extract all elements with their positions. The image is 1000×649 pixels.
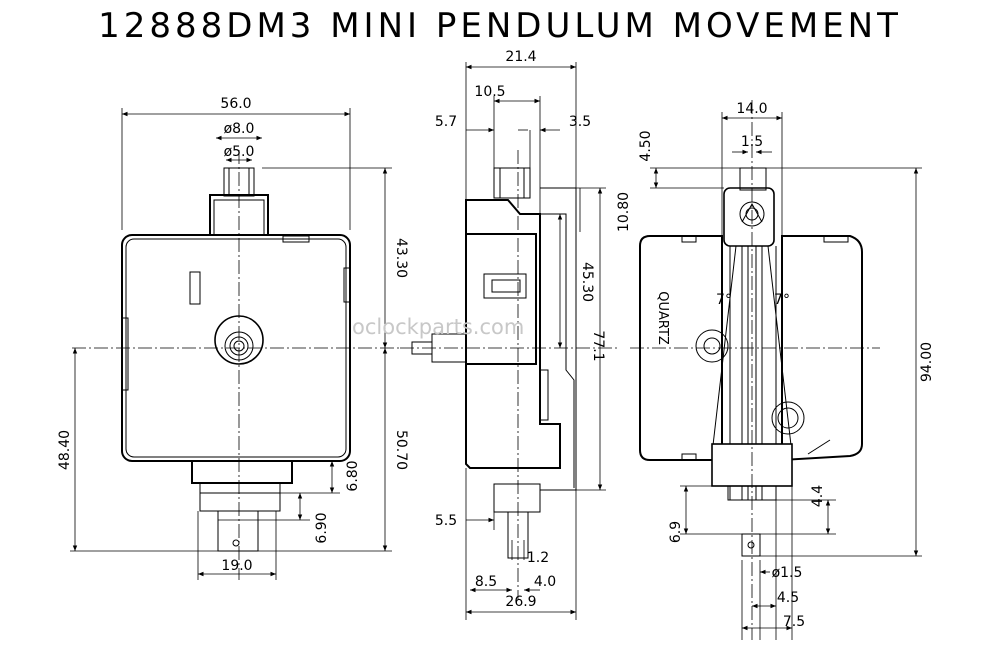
dim-rear-total-height: 94.00 — [919, 342, 935, 382]
rear-housing-right — [781, 235, 863, 462]
dim-side-pin: 1.2 — [527, 550, 549, 566]
watermark: oclockparts.com — [352, 315, 525, 339]
dim-front-left-height: 48.40 — [57, 430, 73, 470]
dim-rear-pin-diameter: ø1.5 — [772, 565, 803, 581]
dim-side-bottom-offset: 5.5 — [435, 513, 457, 529]
drive-coil — [771, 401, 805, 435]
dim-rear-head-width: 14.0 — [736, 101, 767, 117]
dim-front-width: 56.0 — [220, 96, 251, 112]
dim-front-bottom-width: 19.0 — [221, 558, 252, 574]
dim-side-front-offset: 5.7 — [435, 114, 457, 130]
dim-side-center-height: 45.30 — [579, 262, 595, 302]
dim-rear-pin-offset: 4.5 — [777, 590, 799, 606]
rear-view: QUARTZ 14.0 1.5 4.50 94.00 4.4 — [630, 100, 935, 640]
dim-side-shaft-depth: 10.5 — [474, 84, 505, 100]
page-title: 12888DM3 MINI PENDULUM MOVEMENT — [98, 6, 902, 46]
dim-side-pin-rear: 4.0 — [534, 574, 556, 590]
pendulum-head — [723, 187, 775, 247]
dim-side-bottom-depth: 26.9 — [505, 594, 536, 610]
side-view: 21.4 10.5 5.7 3.5 10.80 45.30 77.1 5.5 1… — [400, 49, 632, 620]
dim-side-top-height: 10.80 — [616, 192, 632, 232]
dim-front-block-height: 6.80 — [345, 460, 361, 491]
dim-front-shaft-inner: ø5.0 — [224, 144, 255, 160]
front-view: 56.0 ø8.0 ø5.0 43.30 48.40 50.70 6.80 6.… — [57, 96, 409, 580]
dim-front-lower-height: 50.70 — [393, 430, 409, 470]
dim-rear-pin-height: 6.9 — [668, 521, 684, 543]
dim-side-pin-offset: 8.5 — [475, 574, 497, 590]
dim-side-rear-offset: 3.5 — [569, 114, 591, 130]
dim-side-depth: 21.4 — [505, 49, 536, 65]
side-shaft-top — [493, 167, 531, 199]
dim-rear-top-offset: 4.50 — [638, 130, 654, 161]
dim-front-upper-height: 43.30 — [393, 238, 409, 278]
quartz-label: QUARTZ — [655, 291, 670, 345]
side-housing — [465, 199, 561, 469]
angle-left: 7° — [716, 292, 732, 308]
angle-right: 7° — [774, 292, 790, 308]
dim-rear-bottom-offset: 4.4 — [810, 485, 826, 507]
dim-front-shaft-outer: ø8.0 — [224, 121, 255, 137]
dim-rear-rod-gap: 1.5 — [741, 134, 763, 150]
dim-front-tab-height: 6.90 — [314, 512, 330, 543]
dim-rear-pin-outer: 7.5 — [783, 614, 805, 630]
escapement-gear — [695, 329, 729, 363]
dim-side-total-height: 77.1 — [590, 330, 606, 361]
